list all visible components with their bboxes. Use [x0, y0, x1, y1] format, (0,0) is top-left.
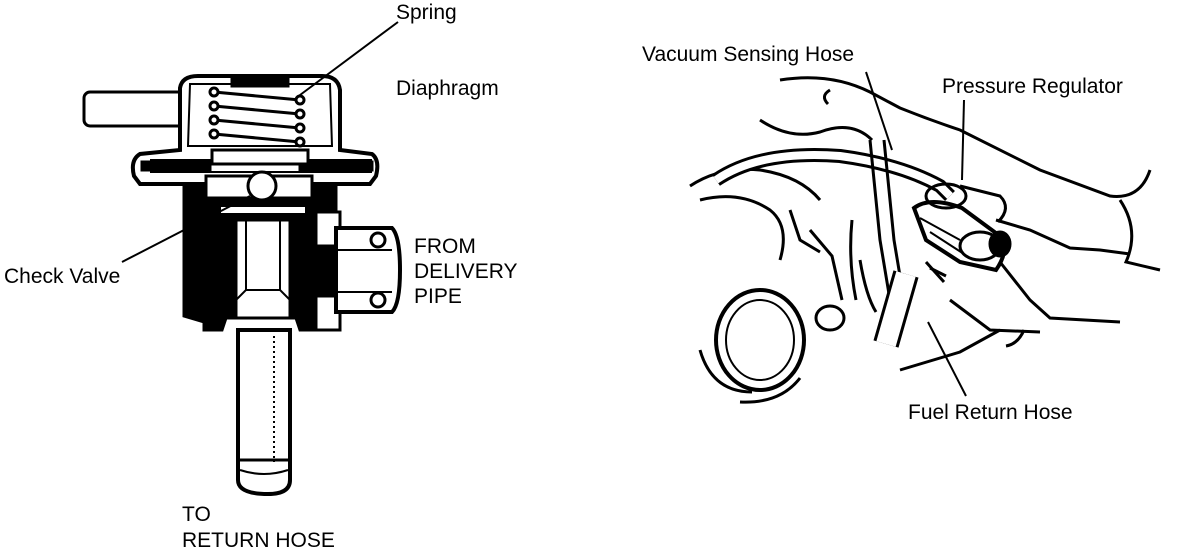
label-vacuum-sensing-hose: Vacuum Sensing Hose — [642, 43, 855, 66]
label-pressure-regulator: Pressure Regulator — [942, 75, 1123, 98]
upper-housing — [130, 74, 380, 186]
left-leader-lines — [121, 21, 399, 263]
inlet-fitting — [294, 210, 403, 332]
label-to-return-hose-line-1: TO — [182, 503, 211, 526]
intake-manifold-outline — [689, 76, 1161, 372]
label-from-delivery-pipe-line-3: PIPE — [414, 285, 462, 309]
check-valve-ball — [246, 170, 278, 202]
label-from-delivery-pipe-line-2: DELIVERY — [414, 260, 518, 284]
engine-installation-view — [689, 71, 1161, 404]
pressure-regulator-body — [911, 182, 1012, 273]
label-from-delivery-pipe: FROM DELIVERY PIPE — [414, 234, 518, 310]
label-fuel-return-hose: Fuel Return Hose — [908, 401, 1073, 424]
label-spring: Spring — [396, 1, 457, 24]
vacuum-hose-drawing — [712, 148, 955, 201]
regulator-cross-section — [82, 21, 403, 497]
label-diaphragm: Diaphragm — [396, 77, 499, 100]
pulley — [698, 288, 806, 404]
label-to-return-hose-line-2: RETURN HOSE — [182, 528, 335, 552]
right-leader-lines — [865, 71, 967, 397]
spring — [208, 86, 310, 166]
label-check-valve: Check Valve — [4, 265, 121, 288]
label-from-delivery-pipe-line-1: FROM — [414, 235, 476, 258]
label-to-return-hose: TO RETURN HOSE — [182, 502, 335, 553]
fuel-return-hose-drawing — [873, 260, 947, 348]
return-pipe — [236, 328, 292, 497]
